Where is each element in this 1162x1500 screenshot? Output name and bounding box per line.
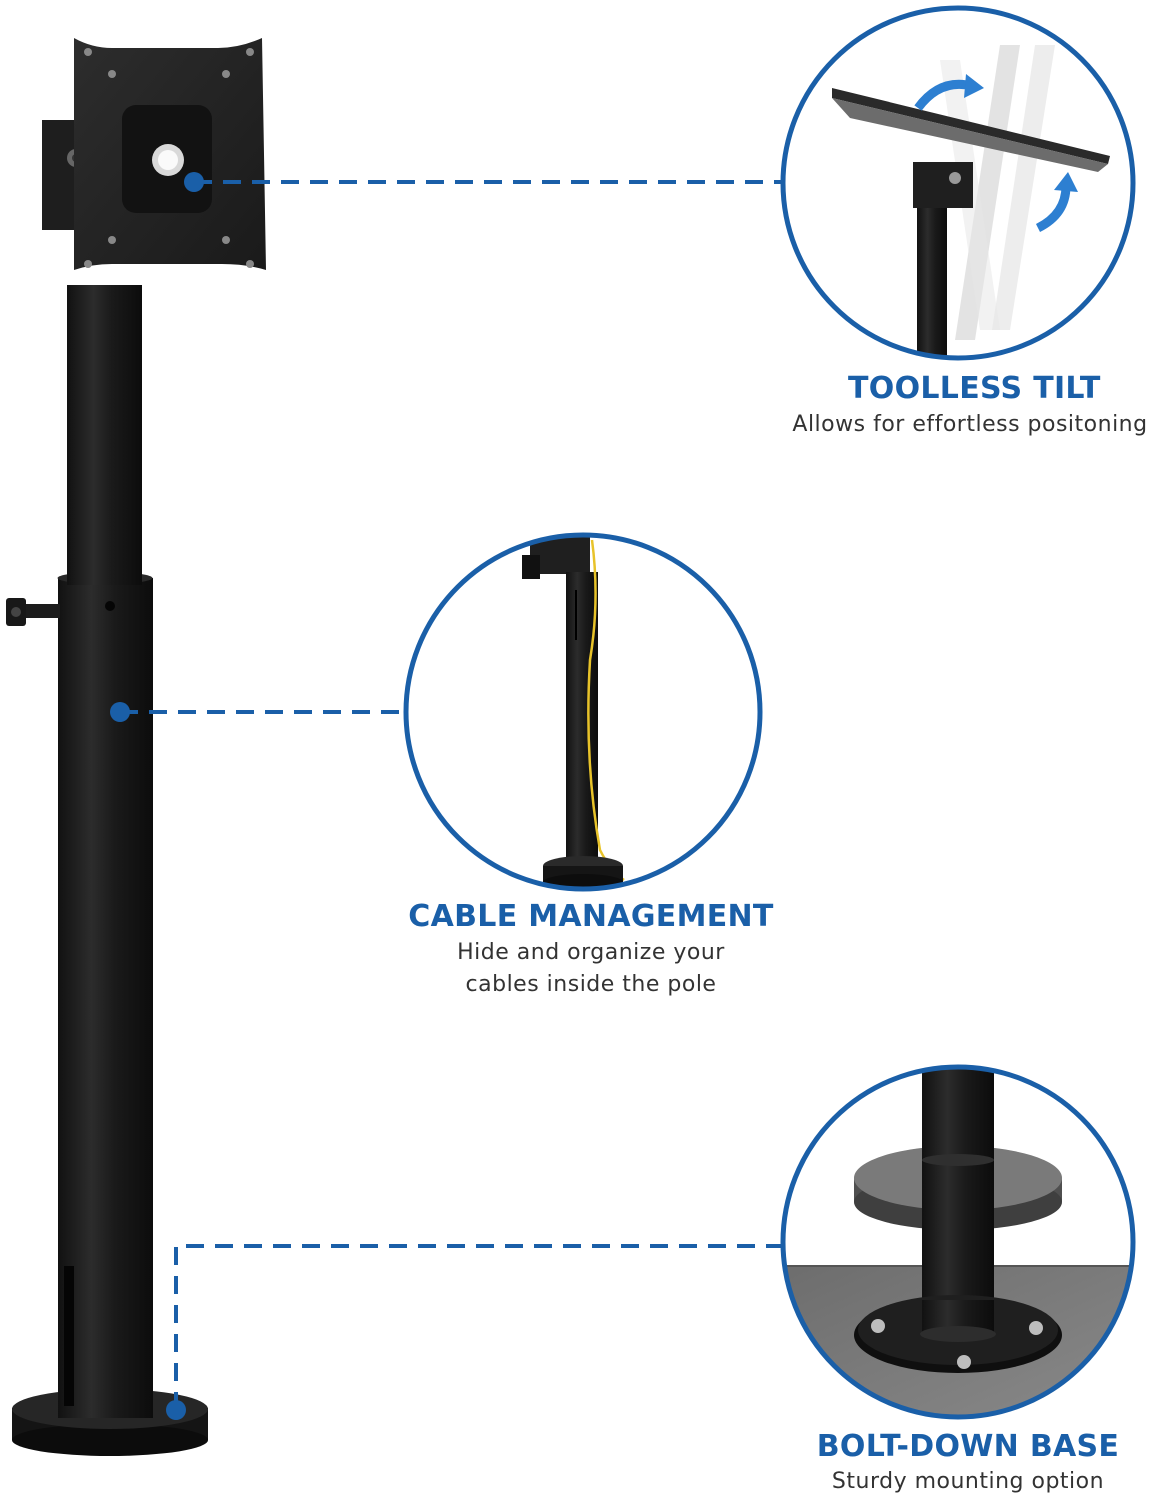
base-description: Sturdy mounting option: [831, 1469, 1105, 1494]
cable-marker-dot: [110, 702, 130, 722]
cable-description-line-2: cables inside the pole: [465, 972, 717, 997]
base-detail-image: [780, 1064, 1136, 1420]
height-adjust-knob: [6, 598, 60, 626]
cable-title: CABLE MANAGEMENT: [408, 899, 774, 934]
cable-slot: [64, 1266, 74, 1406]
base-title: BOLT-DOWN BASE: [816, 1429, 1120, 1464]
tilt-circle-frame: [780, 5, 1136, 361]
callout-connectors: [120, 180, 783, 1410]
cable-circle-frame: [403, 532, 763, 892]
cable-description-line-1: Hide and organize your: [457, 940, 725, 965]
base-marker-dot: [166, 1400, 186, 1420]
base-circle-frame: [780, 1064, 1136, 1420]
tilt-marker-dot: [184, 172, 204, 192]
upper-pole: [67, 285, 142, 585]
cable-detail-image: [403, 532, 763, 892]
main-pole: [6, 38, 266, 1456]
tilt-title: TOOLLESS TILT: [848, 371, 1101, 406]
base-connector: [174, 1244, 783, 1410]
tilt-description: Allows for effortless positoning: [792, 412, 1148, 437]
tilt-detail-image: [780, 5, 1136, 361]
